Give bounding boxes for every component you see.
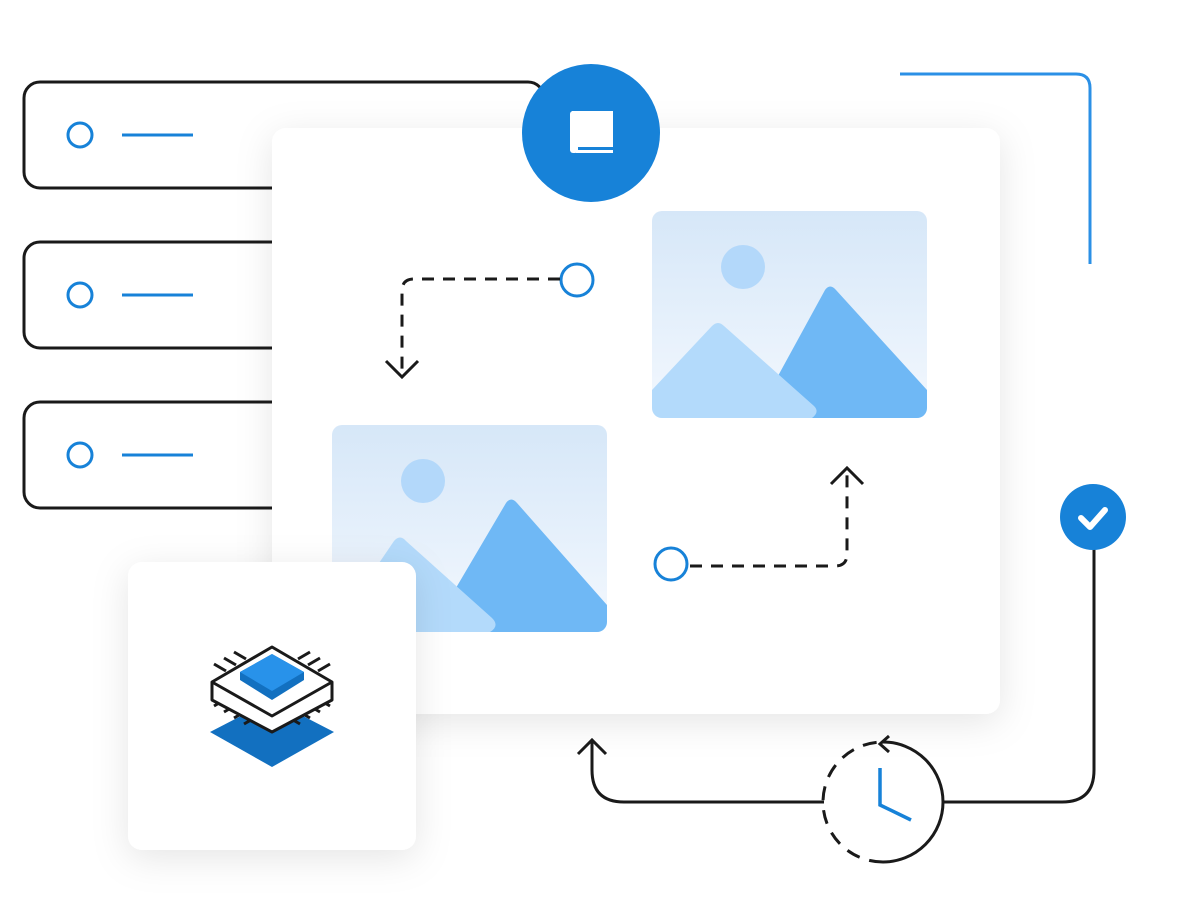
radio-icon	[66, 121, 94, 149]
book-icon	[522, 64, 660, 202]
image-icon	[652, 211, 927, 418]
connector-line	[944, 545, 1096, 804]
check-icon	[1060, 484, 1126, 550]
arrow-icon	[384, 262, 595, 380]
image-icon	[332, 425, 607, 632]
connector-line	[900, 72, 1092, 264]
chip-icon	[210, 645, 334, 767]
arrow-icon	[576, 737, 824, 804]
radio-icon	[66, 441, 94, 469]
clock-icon	[821, 734, 945, 864]
radio-icon	[66, 281, 94, 309]
arrow-icon	[653, 465, 865, 582]
